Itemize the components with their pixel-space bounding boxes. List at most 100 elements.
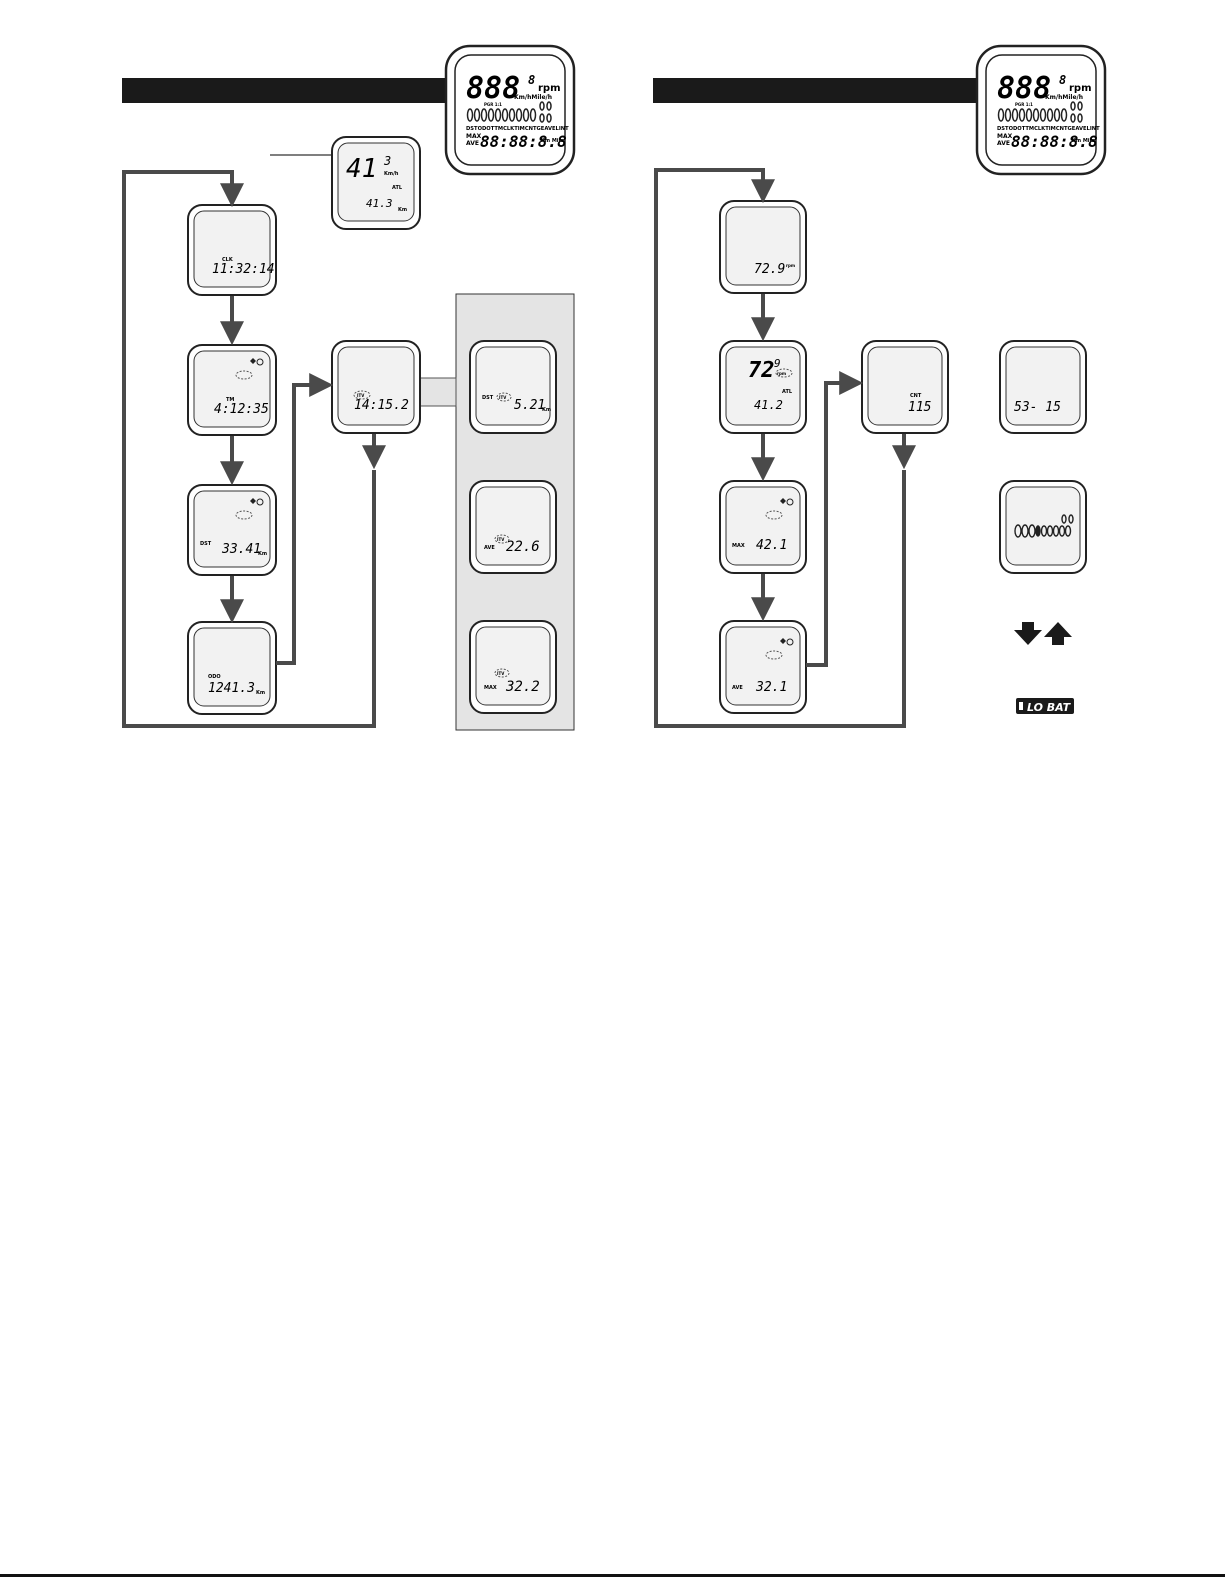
right-arrow-ave-cnt [806, 371, 864, 667]
panel-ave-label: AVE [484, 545, 495, 551]
left-screen-dst: DST 33.41 Km [187, 484, 277, 576]
full-lcd-right-bottom-digits: 88:88:8.8 [1011, 132, 1098, 151]
left-itv-icon [353, 390, 371, 400]
right-max-wheel-icon [786, 498, 794, 506]
panel-dst-value: 5.21 [514, 398, 545, 413]
right-max-heart-icon [780, 498, 786, 504]
full-lcd-right-max: MAX [997, 133, 1013, 140]
callout-big: 41 [346, 154, 377, 184]
full-lcd-right-units: Km/hMile/h [1045, 94, 1083, 101]
right-ave-kmh-icon [765, 650, 783, 660]
right-rpm-label: rpm [786, 263, 795, 268]
gear-shift-arrows-icon [1014, 622, 1072, 645]
right-max-label: MAX [732, 543, 745, 549]
full-lcd-pg: PGR 1:1 [484, 102, 502, 107]
panel-max-label: MAX [484, 685, 497, 691]
right-ave-label: AVE [732, 685, 743, 691]
right-cad-value: 41.2 [754, 398, 783, 412]
full-lcd-left: 888 8 rpm Km/hMile/h PGR 1:1 DSTODOTTMCL… [444, 44, 576, 176]
panel-max-itv-icon [494, 668, 510, 678]
full-lcd-bottom-digits: 88:88:8.8 [480, 132, 567, 151]
left-flow-arrows [122, 170, 386, 728]
callout-small-label: ATL [392, 185, 403, 191]
right-flow-arrows [654, 168, 916, 728]
right-cad-big: 72 [748, 358, 775, 383]
full-lcd-ave: AVE [466, 140, 479, 147]
full-lcd-right-pg: PGR 1:1 [1015, 102, 1033, 107]
left-tm-heart-icon [250, 358, 256, 364]
left-itv-label: ITV [357, 393, 365, 398]
right-screen-ave: AVE 32.1 [719, 620, 807, 714]
full-lcd-gear-ovals [466, 101, 552, 123]
lo-bat-text: LO BAT [1027, 701, 1072, 714]
full-lcd-rpm: rpm [538, 83, 561, 94]
panel-screen-max: ITV MAX 32.2 [469, 620, 557, 714]
left-dst-kmh-icon [235, 510, 253, 520]
right-cad-sup: 9 [774, 357, 781, 370]
full-lcd-right-gear-ovals [997, 101, 1083, 123]
callout-bottom: 41.3 [366, 197, 393, 210]
left-screen-odo: ODO 1241.3 Km [187, 621, 277, 715]
right-screen-gear: 53- 15 [999, 340, 1087, 434]
full-lcd-max: MAX [466, 133, 482, 140]
panel-dst-label: DST [482, 395, 494, 401]
full-lcd-func-row: DSTODOTTMCLKTIMCNTGEAVELINT [466, 126, 569, 132]
right-title-bar [653, 78, 983, 103]
left-clk-value: 11:32:14 [212, 262, 275, 277]
full-lcd-big-digits: 888 [466, 71, 520, 106]
left-dst-value: 33.41 [221, 542, 261, 557]
right-cnt-label: CNT [910, 393, 922, 399]
full-lcd-right-ave: AVE [997, 140, 1010, 147]
bottom-rule [0, 1574, 1225, 1577]
right-screen-max: MAX 42.1 [719, 480, 807, 574]
panel-screen-ave: ITV AVE 22.6 [469, 480, 557, 574]
panel-screen-dst: DST ITV 5.21 Km [469, 340, 557, 434]
full-lcd-small-digit: 8 [528, 73, 535, 87]
left-screen-clk: CLK 11:32:14 [187, 204, 277, 296]
panel-dst-unit: Km [542, 407, 551, 413]
left-dst-wheel-icon [256, 498, 264, 506]
right-cad-label: ATL [782, 389, 793, 395]
full-lcd-right-func-row: DSTODOTTMCLKTIMCNTGEAVELINT [997, 126, 1100, 132]
full-lcd-right-small: Km Mile [541, 138, 564, 144]
left-odo-unit: Km [256, 690, 265, 696]
full-lcd-right-right-small: Km Mile [1072, 138, 1095, 144]
left-dst-label: DST [200, 541, 212, 547]
right-max-kmh-icon [765, 510, 783, 520]
left-tm-wheel-icon [256, 358, 264, 366]
left-screen-tm: TM 4:12:35 [187, 344, 277, 436]
full-lcd-units: Km/hMile/h [514, 94, 552, 101]
right-rpm-value: 72.9 [754, 262, 785, 277]
lo-bat-icon: LO BAT [1016, 698, 1074, 714]
right-ave-value: 32.1 [755, 680, 787, 695]
left-arrow-odo-itv [276, 373, 334, 665]
right-cnt-value: 115 [908, 400, 932, 415]
full-lcd-right-rpm: rpm [1069, 83, 1092, 94]
panel-max-value: 32.2 [505, 679, 540, 695]
left-tm-value: 4:12:35 [214, 402, 269, 417]
full-lcd-right: 888 8 rpm Km/hMile/h PGR 1:1 DSTODOTTMCL… [975, 44, 1107, 176]
panel-dst-icon-label: ITV [499, 395, 507, 400]
right-ave-wheel-icon [786, 638, 794, 646]
right-ave-heart-icon [780, 638, 786, 644]
right-screen-rpm: 72.9 rpm [719, 200, 807, 294]
callout-unit: Km/h [384, 171, 399, 177]
left-tm-kmh-icon [235, 370, 253, 380]
right-cad-rpm-icon [775, 368, 793, 378]
panel-max-icon-label: ITV [497, 671, 505, 676]
left-dst-unit: Km [258, 551, 267, 557]
panel-dst-itv-icon [496, 392, 512, 402]
callout-bottom-unit: Km [398, 207, 407, 213]
panel-ave-value: 22.6 [506, 539, 540, 555]
right-gear-value: 53- 15 [1014, 400, 1061, 415]
left-loop-arrow [122, 170, 376, 728]
left-tm-label: TM [226, 397, 234, 403]
callout-sup: 3 [383, 154, 391, 168]
panel-ave-itv-icon [494, 534, 510, 544]
right-screen-cnt: CNT 115 [861, 340, 949, 434]
panel-ave-icon-label: ITV [497, 537, 505, 542]
full-lcd-right-small-digit: 8 [1059, 73, 1066, 87]
right-screen-gear-ovals [999, 480, 1087, 574]
right-max-value: 42.1 [756, 538, 787, 553]
